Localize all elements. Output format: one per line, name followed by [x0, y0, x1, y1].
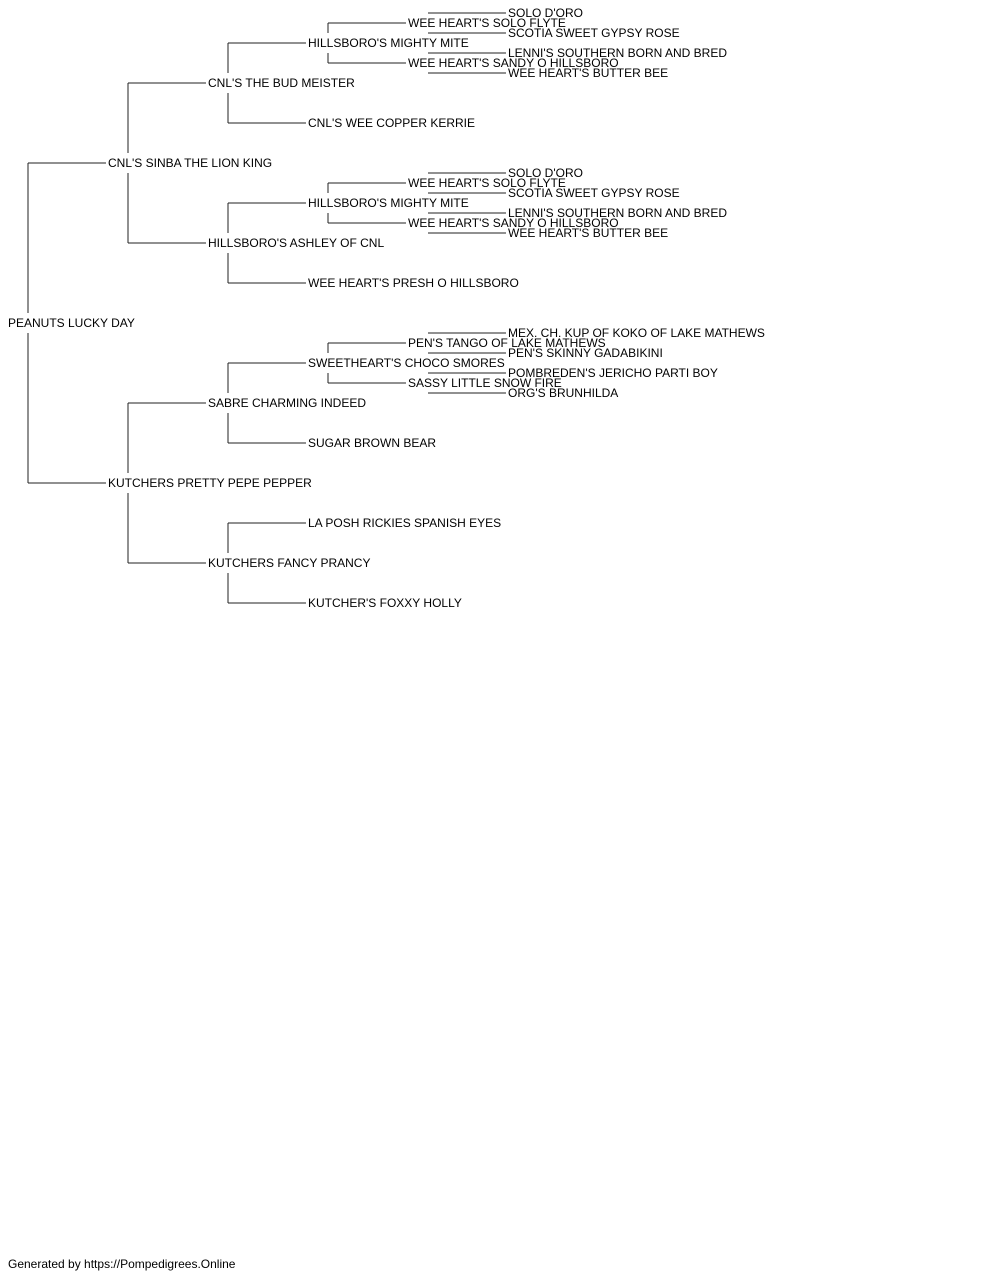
dog-name: SABRE CHARMING INDEED — [208, 396, 366, 410]
dog-name: HILLSBORO'S ASHLEY OF CNL — [208, 236, 384, 250]
dog-name: WEE HEART'S BUTTER BEE — [508, 226, 668, 240]
dog-name: KUTCHERS FANCY PRANCY — [208, 556, 370, 570]
dog-name: SOLO D'ORO — [508, 6, 583, 20]
dog-name: WEE HEART'S SANDY O HILLSBORO — [408, 216, 619, 230]
dog-name: LA POSH RICKIES SPANISH EYES — [308, 516, 501, 530]
pedigree-tree: PEANUTS LUCKY DAY CNL'S SINBA THE LION KI… — [8, 6, 765, 610]
dog-name: WEE HEART'S SOLO FLYTE — [408, 16, 566, 30]
dog-name: SUGAR BROWN BEAR — [308, 436, 436, 450]
dog-name: SOLO D'ORO — [508, 166, 583, 180]
dog-name: WEE HEART'S PRESH O HILLSBORO — [308, 276, 519, 290]
dog-name: SCOTIA SWEET GYPSY ROSE — [508, 186, 680, 200]
dog-name: ORG'S BRUNHILDA — [508, 386, 618, 400]
dog-name: PEN'S SKINNY GADABIKINI — [508, 346, 663, 360]
dog-name: LENNI'S SOUTHERN BORN AND BRED — [508, 206, 727, 220]
dog-name: CNL'S WEE COPPER KERRIE — [308, 116, 475, 130]
dog-name: SWEETHEART'S CHOCO SMORES — [308, 356, 505, 370]
dog-name: WEE HEART'S SANDY O HILLSBORO — [408, 56, 619, 70]
dog-name: POMBREDEN'S JERICHO PARTI BOY — [508, 366, 718, 380]
dog-name: SASSY LITTLE SNOW FIRE — [408, 376, 562, 390]
dog-name: CNL'S SINBA THE LION KING — [108, 156, 272, 170]
dog-name: PEANUTS LUCKY DAY — [8, 316, 135, 330]
dog-name: HILLSBORO'S MIGHTY MITE — [308, 36, 469, 50]
dog-name: LENNI'S SOUTHERN BORN AND BRED — [508, 46, 727, 60]
dog-name: CNL'S THE BUD MEISTER — [208, 76, 355, 90]
dog-name: KUTCHERS PRETTY PEPE PEPPER — [108, 476, 312, 490]
footer-credit: Generated by https://Pompedigrees.Online — [8, 1257, 236, 1271]
dog-name: WEE HEART'S SOLO FLYTE — [408, 176, 566, 190]
dog-name: SCOTIA SWEET GYPSY ROSE — [508, 26, 680, 40]
dog-name: MEX. CH. KUP OF KOKO OF LAKE MATHEWS — [508, 326, 765, 340]
dog-name: WEE HEART'S BUTTER BEE — [508, 66, 668, 80]
dog-name: KUTCHER'S FOXXY HOLLY — [308, 596, 462, 610]
dog-name: PEN'S TANGO OF LAKE MATHEWS — [408, 336, 606, 350]
dog-name: HILLSBORO'S MIGHTY MITE — [308, 196, 469, 210]
